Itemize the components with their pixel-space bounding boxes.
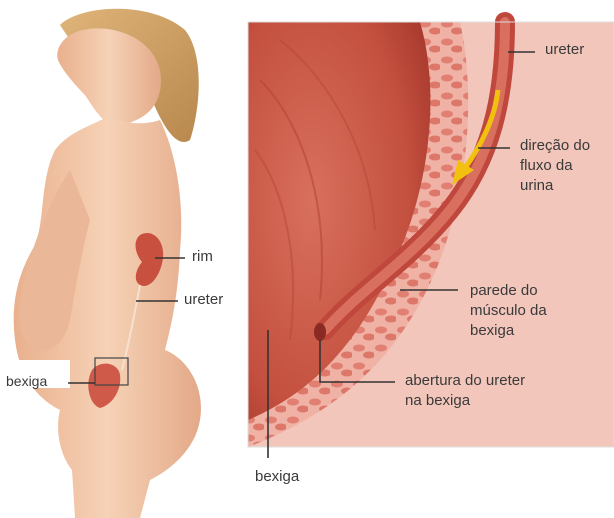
label-direcao-fluxo: direção do fluxo da urina <box>520 136 590 196</box>
label-bexiga-left: bexiga <box>6 371 47 391</box>
label-bexiga-bottom: bexiga <box>255 467 299 487</box>
label-abertura-ureter: abertura do ureter na bexiga <box>405 371 525 411</box>
label-rim: rim <box>192 247 213 267</box>
label-ureter-right: ureter <box>545 40 584 60</box>
label-ureter-left: ureter <box>184 290 223 310</box>
child-figure <box>0 9 201 518</box>
ureter-opening <box>314 323 326 341</box>
label-parede-musculo: parede do músculo da bexiga <box>470 281 547 341</box>
